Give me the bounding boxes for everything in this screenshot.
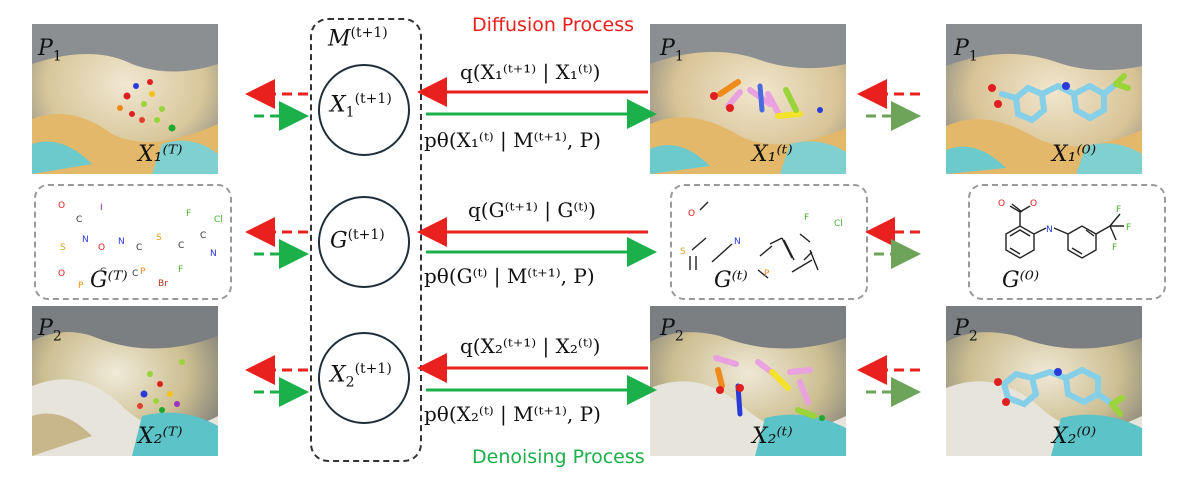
- atom-label: N: [210, 249, 217, 259]
- final-graph-box: O O N F F F: [968, 184, 1166, 300]
- partial-ligand-icon: [713, 355, 825, 421]
- protein-surface-icon: [650, 306, 846, 456]
- partial-graph-box: O F Cl S N P: [670, 184, 868, 300]
- noise-atoms-icon: [117, 79, 176, 132]
- pocket-panel-left-bottom: [32, 306, 218, 456]
- atom-label: O: [998, 199, 1005, 209]
- pocket-label-right-top: P1: [954, 36, 978, 65]
- pocket-panel-left-top: [32, 24, 218, 174]
- atom-label: C: [136, 243, 143, 253]
- atom-label: S: [60, 243, 66, 253]
- pocket-panel-mid-bottom: [650, 306, 846, 456]
- left-dashed-arrows: [245, 79, 309, 407]
- reverse-eq-g: pθ(G⁽ᵗ⁾ | M⁽ᵗ⁺¹⁾, P): [424, 264, 595, 288]
- partial-graph-icon: O F Cl S N P: [680, 201, 843, 279]
- forward-eq-x1: q(X₁⁽ᵗ⁺¹⁾ | X₁⁽ᵗ⁾): [460, 60, 601, 84]
- atom-label: F: [804, 213, 809, 223]
- atom-label: N: [82, 235, 89, 245]
- caption-right-top: X₁⁽⁰⁾: [1052, 142, 1097, 167]
- reverse-eq-x1: pθ(X₁⁽ᵗ⁾ | M⁽ᵗ⁺¹⁾, P): [424, 128, 601, 152]
- caption-mid-mid: G⁽ᵗ⁾: [714, 268, 748, 293]
- node-x1-label: X1(t+1): [330, 91, 392, 121]
- pocket-label-left-top: P1: [38, 36, 62, 65]
- atom-label: Br: [158, 279, 168, 289]
- atom-label: N: [734, 237, 741, 247]
- caption-right-bottom: X₂⁽⁰⁾: [1052, 424, 1097, 449]
- atom-label: O: [688, 209, 695, 219]
- denoising-process-title: Denoising Process: [472, 446, 645, 468]
- atom-label: I: [100, 203, 103, 213]
- final-ligand-icon: [994, 366, 1125, 417]
- forward-eq-x2: q(X₂⁽ᵗ⁺¹⁾ | X₂⁽ᵗ⁾): [460, 334, 601, 358]
- atom-label: C: [76, 215, 83, 225]
- atom-label: Cl: [214, 215, 223, 225]
- pocket-panel-right-top: [946, 24, 1142, 174]
- atom-label: F: [186, 209, 192, 219]
- protein-surface-icon: [946, 306, 1142, 456]
- caption-left-mid: G⁽ᵀ⁾: [90, 268, 128, 293]
- pocket-label-mid-top: P1: [660, 36, 684, 65]
- caption-right-mid: G⁽⁰⁾: [1002, 268, 1040, 293]
- joint-state-label: M(t+1): [328, 25, 388, 52]
- node-x2-label: X2(t+1): [330, 361, 392, 391]
- atom-label: S: [156, 233, 162, 243]
- atom-label: F: [1126, 223, 1131, 233]
- reverse-arrows: [426, 99, 657, 405]
- noise-atoms-icon: [137, 359, 185, 413]
- atom-label: C: [178, 241, 185, 251]
- pocket-label-mid-bottom: P2: [660, 316, 684, 345]
- pocket-label-left-bottom: P2: [38, 316, 62, 345]
- node-x2: [318, 332, 410, 424]
- atom-label: P: [140, 267, 146, 277]
- protein-surface-icon: [32, 306, 218, 456]
- atom-label: P: [764, 269, 770, 279]
- forward-eq-g: q(G⁽ᵗ⁺¹⁾ | G⁽ᵗ⁾): [468, 198, 596, 222]
- protein-surface-icon: [32, 24, 218, 174]
- atom-label: O: [58, 201, 66, 211]
- node-g: [318, 196, 410, 288]
- atom-label: C: [200, 231, 207, 241]
- final-ligand-icon: [988, 73, 1131, 124]
- atom-label: O: [58, 269, 66, 279]
- final-graph-icon: O O N F F F: [998, 199, 1131, 259]
- atom-label: O: [98, 243, 106, 253]
- atom-label: F: [178, 265, 184, 275]
- protein-surface-icon: [650, 24, 846, 174]
- protein-surface-icon: [946, 24, 1142, 174]
- pocket-panel-right-bottom: [946, 306, 1142, 456]
- atom-label: Cl: [834, 219, 843, 229]
- right-dashed-arrows: [857, 79, 921, 407]
- atom-label: N: [118, 237, 125, 247]
- atom-label: O: [1030, 199, 1037, 209]
- atom-label: S: [680, 247, 686, 257]
- atom-label: N: [1046, 225, 1053, 235]
- atom-label: F: [1112, 243, 1117, 253]
- caption-mid-bottom: X₂⁽ᵗ⁾: [752, 424, 793, 449]
- pocket-label-right-bottom: P2: [954, 316, 978, 345]
- partial-ligand-icon: [710, 79, 823, 119]
- atom-label: C: [132, 269, 139, 279]
- reverse-eq-x2: pθ(X₂⁽ᵗ⁾ | M⁽ᵗ⁺¹⁾, P): [424, 402, 601, 426]
- caption-left-top: X₁⁽ᵀ⁾: [138, 142, 183, 167]
- caption-left-bottom: X₂⁽ᵀ⁾: [138, 424, 183, 449]
- noise-graph-box: O I F Cl C C N N S C O N C C S O C F P P…: [34, 184, 232, 300]
- pocket-panel-mid-top: [650, 24, 846, 174]
- node-x1: [318, 64, 410, 156]
- atom-label: F: [1116, 205, 1121, 215]
- node-g-label: G(t+1): [330, 227, 385, 254]
- atom-label: P: [78, 281, 84, 291]
- diffusion-process-title: Diffusion Process: [472, 14, 635, 36]
- caption-mid-top: X₁⁽ᵗ⁾: [752, 142, 793, 167]
- forward-arrows: [417, 77, 648, 383]
